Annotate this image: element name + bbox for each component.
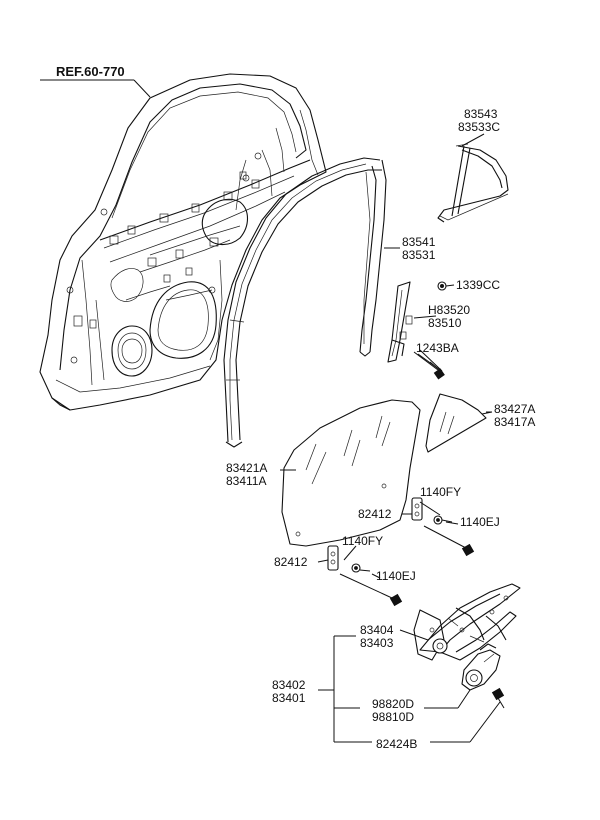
delta-moulding bbox=[437, 143, 509, 223]
reference-callout: REF.60-770 bbox=[40, 64, 151, 98]
label-1140ej-lower: 1140EJ bbox=[376, 569, 416, 583]
label-83404: 83404 bbox=[360, 623, 394, 637]
label-98810d: 98810D bbox=[372, 710, 414, 724]
label-83533c: 83533C bbox=[458, 120, 500, 134]
label-83417a: 83417A bbox=[494, 415, 535, 429]
label-83402: 83402 bbox=[272, 678, 306, 692]
label-83401: 83401 bbox=[272, 691, 306, 705]
label-83541: 83541 bbox=[402, 235, 436, 249]
label-1140fy-upper: 1140FY bbox=[420, 485, 461, 499]
label-98820d: 98820D bbox=[372, 697, 414, 711]
label-83403: 83403 bbox=[360, 636, 394, 650]
label-83543: 83543 bbox=[464, 107, 498, 121]
label-83427a: 83427A bbox=[494, 402, 535, 416]
label-1339cc: 1339CC bbox=[456, 278, 500, 292]
quarter-fixed-glass bbox=[425, 393, 492, 453]
label-82424b: 82424B bbox=[376, 737, 417, 751]
glass-channel-clip-lower bbox=[327, 545, 403, 607]
glass-channel-clip-upper bbox=[411, 497, 475, 557]
door-glass bbox=[281, 399, 421, 547]
label-1140ej-upper: 1140EJ bbox=[460, 515, 500, 529]
label-1243ba: 1243BA bbox=[416, 341, 459, 355]
leader-lines bbox=[280, 133, 501, 743]
label-83411a: 83411A bbox=[226, 474, 266, 488]
label-82412-lower: 82412 bbox=[274, 555, 308, 569]
rear-lower-channel bbox=[387, 281, 413, 363]
label-h83520: H83520 bbox=[428, 303, 470, 317]
label-83421a: 83421A bbox=[226, 461, 267, 475]
reference-label: REF.60-770 bbox=[56, 64, 125, 79]
glass-run-strip bbox=[359, 159, 387, 357]
door-inner-panel bbox=[39, 73, 327, 411]
regulator-motor bbox=[461, 643, 501, 691]
door-frame-channel bbox=[223, 157, 382, 448]
bolt-82424b bbox=[491, 687, 505, 709]
label-83510: 83510 bbox=[428, 316, 462, 330]
window-regulator bbox=[413, 583, 521, 661]
part-labels: 83543 83533C 83541 83531 1339CC H83520 8… bbox=[226, 107, 535, 751]
label-83531: 83531 bbox=[402, 248, 436, 262]
nut-1339cc bbox=[437, 281, 455, 291]
label-82412-upper: 82412 bbox=[358, 507, 392, 521]
label-1140fy-lower: 1140FY bbox=[342, 534, 383, 548]
